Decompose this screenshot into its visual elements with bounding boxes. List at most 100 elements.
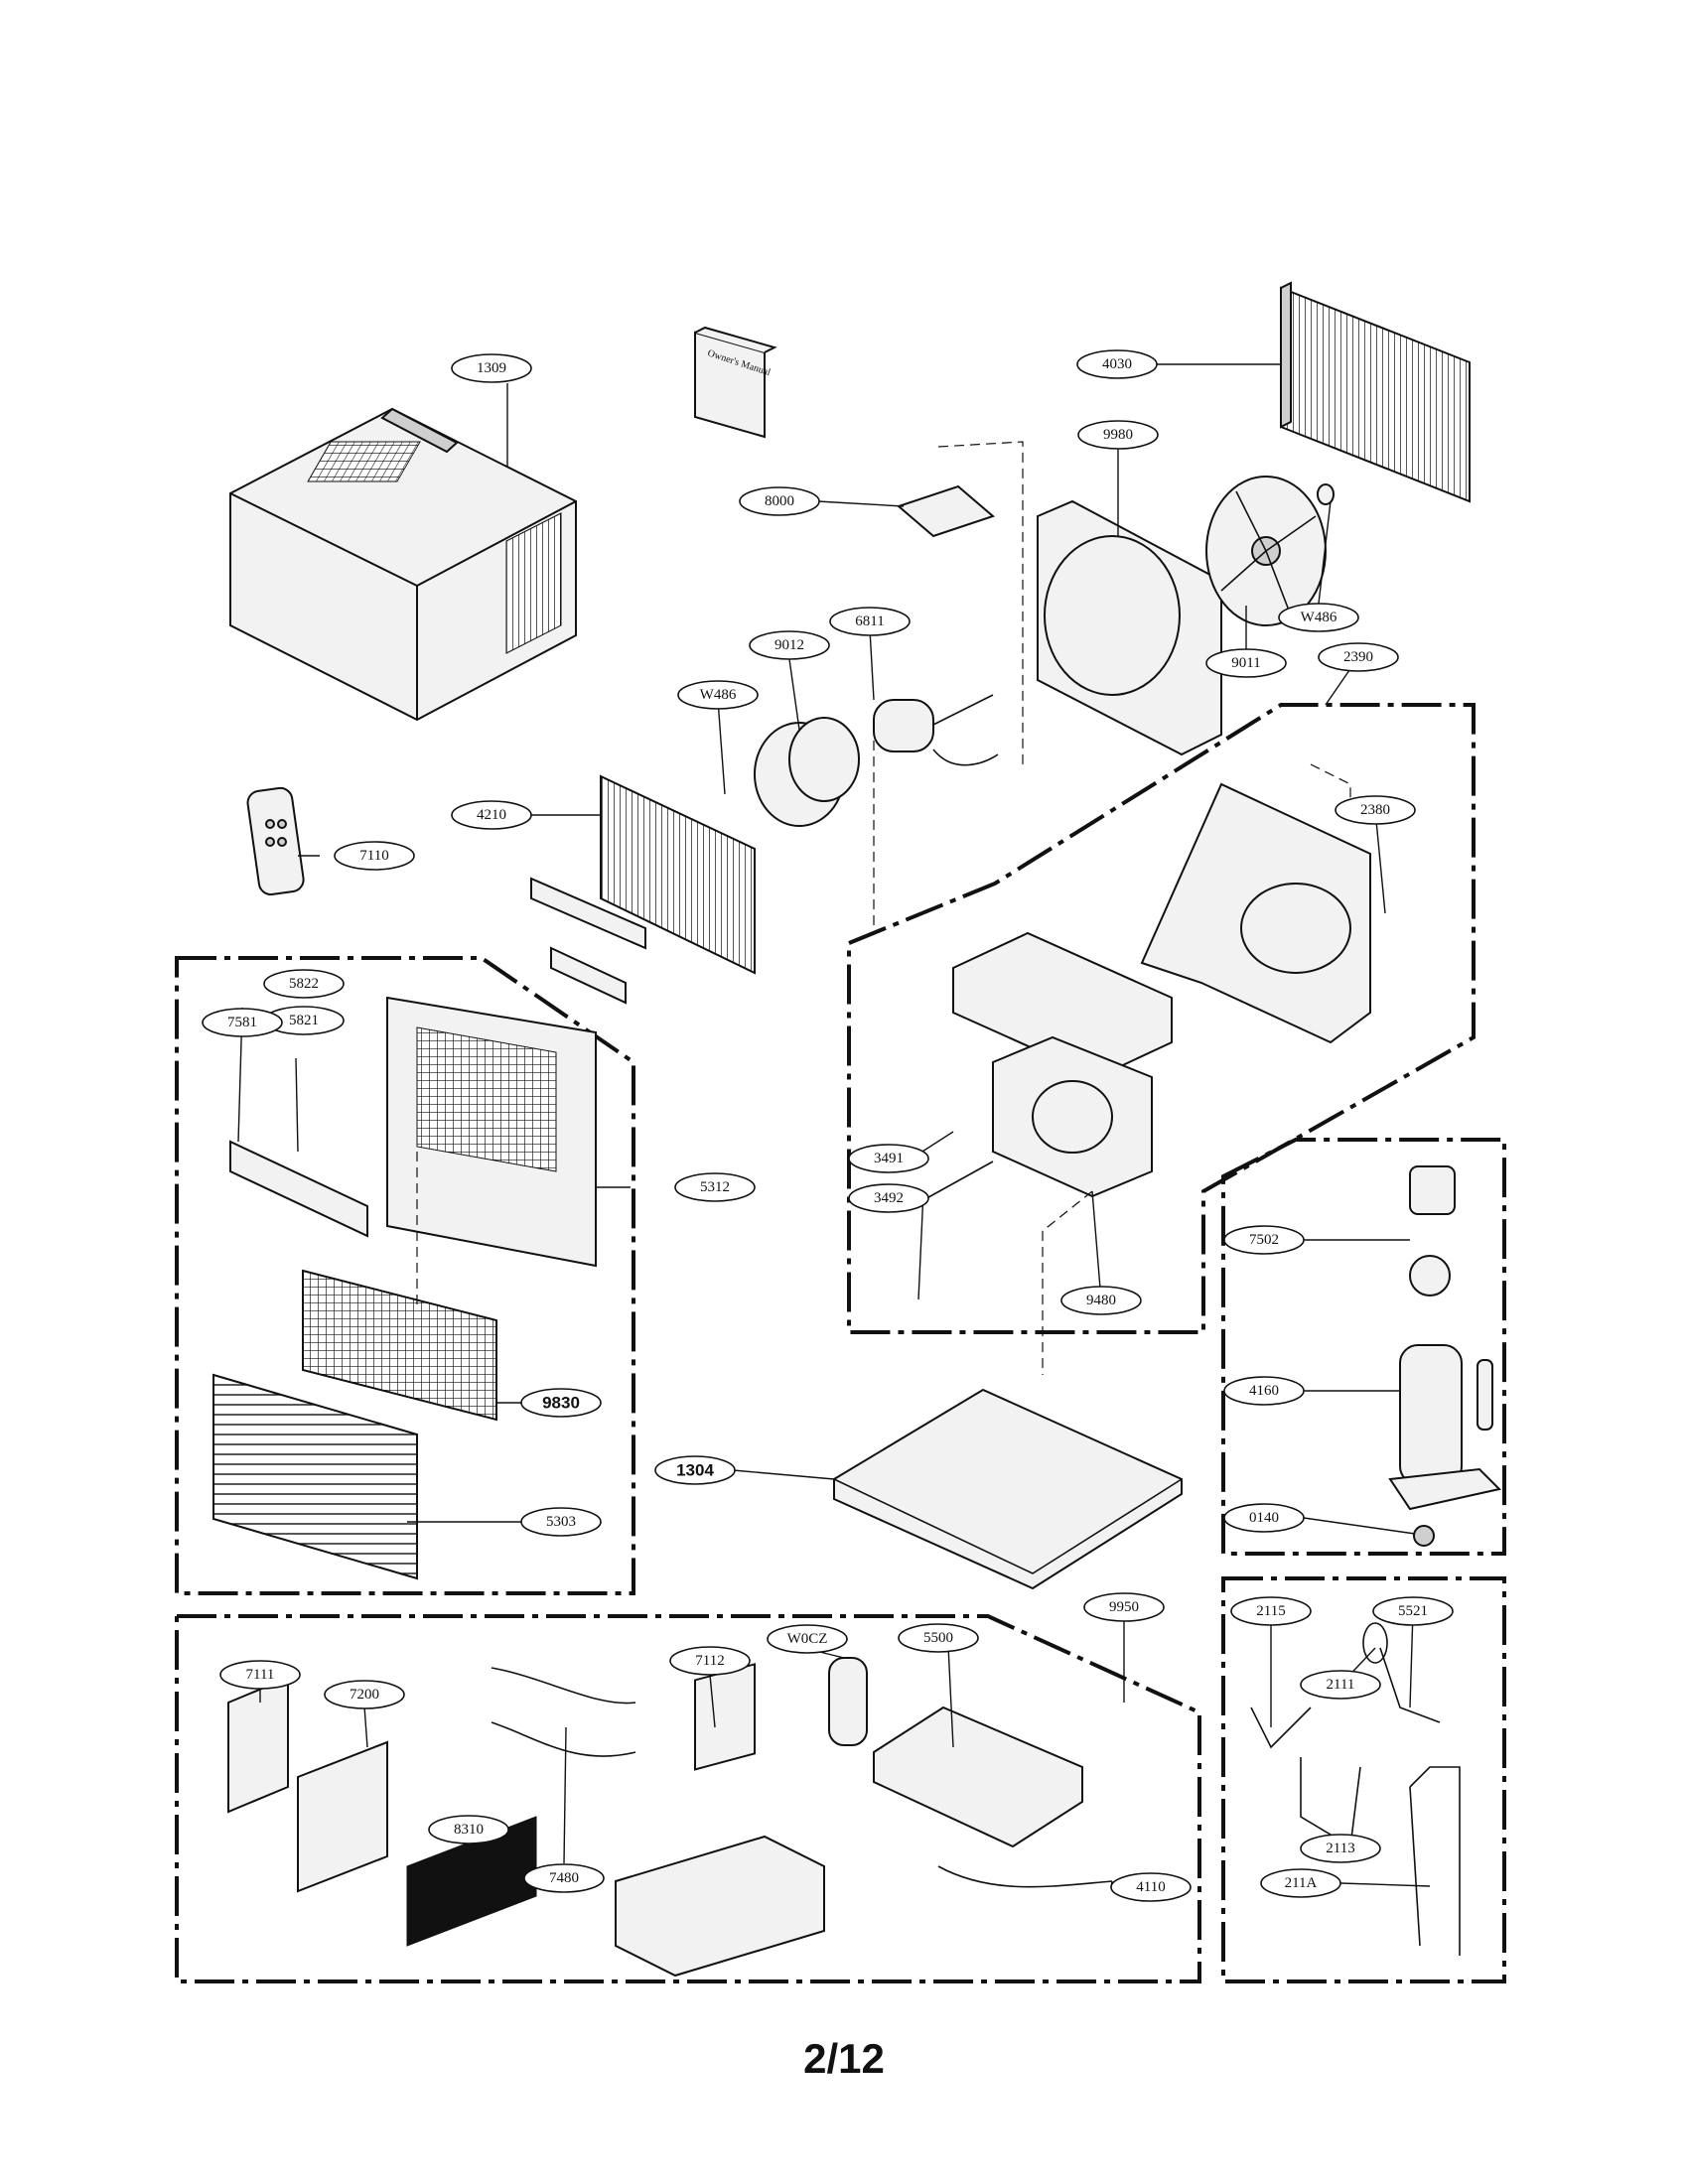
callout-7112: 7112: [669, 1646, 751, 1676]
callout-9012: 9012: [749, 630, 830, 660]
hidden-assembly-lines: [416, 441, 1351, 1375]
callout-7502: 7502: [1223, 1225, 1305, 1255]
compressor-part: [1388, 1165, 1501, 1547]
svg-text:7112: 7112: [695, 1653, 724, 1669]
callout-2115: 2115: [1230, 1596, 1312, 1626]
svg-text:2111: 2111: [1327, 1677, 1355, 1693]
callout-9830: 9830: [520, 1388, 602, 1418]
svg-text:7502: 7502: [1249, 1232, 1279, 1248]
callout-4110: 4110: [1110, 1872, 1192, 1902]
callout-4030: 4030: [1076, 349, 1158, 379]
svg-text:5500: 5500: [923, 1630, 953, 1646]
callout-7200: 7200: [324, 1680, 405, 1709]
svg-text:5822: 5822: [289, 976, 319, 992]
remote-control-part: [246, 786, 305, 895]
fan-motor-part: [873, 694, 999, 766]
group-box-tubing: [1221, 1576, 1506, 1983]
callout-6811: 6811: [829, 607, 911, 636]
svg-text:7200: 7200: [350, 1687, 379, 1703]
svg-text:4210: 4210: [477, 807, 506, 823]
svg-text:211A: 211A: [1285, 1875, 1318, 1891]
callout-1304: 1304: [654, 1455, 736, 1485]
callout-5822: 5822: [263, 969, 345, 999]
page-number: 2/12: [803, 2035, 885, 2082]
callout-w486-upper: W486: [1278, 603, 1359, 632]
cabinet-part: [229, 407, 577, 722]
callout-211a: 211A: [1260, 1868, 1341, 1898]
svg-text:7111: 7111: [246, 1667, 275, 1683]
condenser-fan-part: [1205, 476, 1335, 626]
svg-text:1309: 1309: [477, 360, 506, 376]
tubing-group: [1250, 1622, 1461, 1956]
svg-text:4030: 4030: [1102, 356, 1132, 372]
svg-text:9011: 9011: [1231, 655, 1260, 671]
svg-text:W0CZ: W0CZ: [787, 1631, 828, 1647]
svg-text:2115: 2115: [1256, 1603, 1285, 1619]
svg-text:7480: 7480: [549, 1870, 579, 1886]
callout-5500: 5500: [898, 1623, 979, 1653]
svg-text:4160: 4160: [1249, 1383, 1279, 1399]
group-box-air-guide: [847, 703, 1476, 1334]
group-box-control: [175, 1614, 1201, 1983]
callout-5312: 5312: [674, 1172, 756, 1202]
svg-text:W486: W486: [700, 687, 737, 703]
front-grille-group: [212, 996, 597, 1580]
svg-text:3492: 3492: [874, 1190, 904, 1206]
callout-9980: 9980: [1077, 420, 1159, 450]
svg-text:0140: 0140: [1249, 1510, 1279, 1526]
svg-text:8000: 8000: [765, 493, 794, 509]
svg-text:9012: 9012: [774, 637, 804, 653]
callout-4210: 4210: [451, 800, 532, 830]
callout-2390: 2390: [1318, 642, 1399, 672]
leader-lines: [237, 363, 1431, 1888]
svg-text:5821: 5821: [289, 1013, 319, 1028]
callout-2111: 2111: [1300, 1670, 1381, 1700]
callout-7111: 7111: [219, 1660, 301, 1690]
svg-text:9950: 9950: [1109, 1599, 1139, 1615]
callout-5303: 5303: [520, 1507, 602, 1537]
svg-text:3491: 3491: [874, 1151, 904, 1166]
callout-3492: 3492: [848, 1183, 929, 1213]
mount-plate-part: [897, 484, 995, 538]
callout-9480: 9480: [1060, 1286, 1142, 1315]
svg-text:9980: 9980: [1103, 427, 1133, 443]
blower-wheel-part: [754, 717, 860, 827]
control-box-group: [227, 1657, 1113, 1978]
condenser-coil-part: [1280, 281, 1471, 503]
svg-text:5521: 5521: [1398, 1603, 1428, 1619]
svg-text:1304: 1304: [676, 1461, 714, 1480]
group-box-compressor: [1221, 1138, 1506, 1556]
callout-2113: 2113: [1300, 1834, 1381, 1863]
base-pan-part: [833, 1388, 1183, 1590]
svg-text:9830: 9830: [542, 1394, 580, 1413]
shroud-part: [1037, 499, 1222, 756]
callout-1309: 1309: [451, 353, 532, 383]
callout-0140: 0140: [1223, 1503, 1305, 1533]
callout-w486-lower: W486: [677, 680, 759, 710]
callout-7480: 7480: [523, 1863, 605, 1893]
group-box-indoor-front: [175, 956, 635, 1595]
svg-text:8310: 8310: [454, 1822, 484, 1838]
callout-5521: 5521: [1372, 1596, 1454, 1626]
svg-text:7110: 7110: [359, 848, 388, 864]
callout-5821: 5821: [263, 1006, 345, 1035]
svg-text:2390: 2390: [1343, 649, 1373, 665]
callout-2380: 2380: [1335, 795, 1416, 825]
svg-text:2380: 2380: [1360, 802, 1390, 818]
svg-text:5303: 5303: [546, 1514, 576, 1530]
air-guide-part: [920, 782, 1371, 1202]
callout-9011: 9011: [1205, 648, 1287, 678]
callout-3491: 3491: [848, 1144, 929, 1173]
svg-text:5312: 5312: [700, 1179, 730, 1195]
callout-4160: 4160: [1223, 1376, 1305, 1406]
callout-8310: 8310: [428, 1815, 509, 1844]
svg-text:2113: 2113: [1326, 1841, 1354, 1856]
callout-7581: 7581: [202, 1008, 283, 1037]
svg-text:W486: W486: [1301, 610, 1337, 625]
callout-7110: 7110: [334, 841, 415, 871]
owners-manual: Owner's Manual: [694, 326, 777, 439]
svg-text:9480: 9480: [1086, 1293, 1116, 1308]
callout-8000: 8000: [739, 486, 820, 516]
svg-text:4110: 4110: [1136, 1879, 1165, 1895]
